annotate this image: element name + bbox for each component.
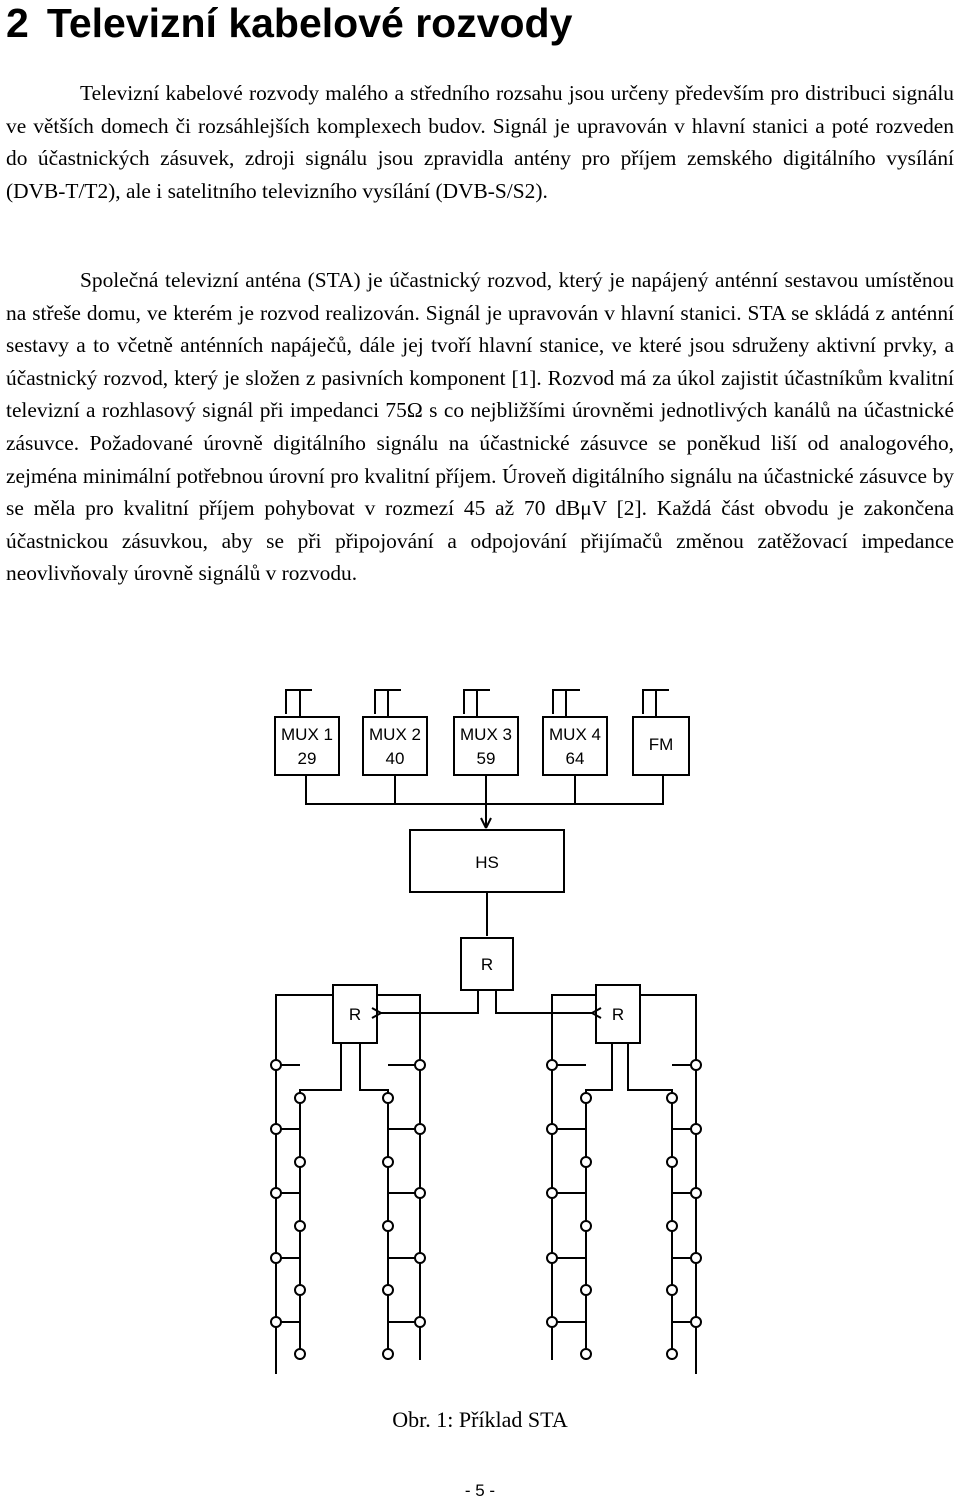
taps-left-inner — [388, 1064, 420, 1323]
riser-l4 — [377, 994, 421, 1360]
antenna-fork-5 — [642, 689, 669, 716]
riser-r3 — [627, 1043, 673, 1360]
paragraph-intro: Televizní kabelové rozvody malého a stře… — [6, 81, 954, 203]
riser-r1 — [551, 994, 596, 1360]
antenna-1-name: MUX 1 — [281, 725, 333, 744]
antenna-4-channel: 64 — [566, 749, 585, 768]
distribution-lines — [275, 990, 697, 1374]
diagram-wiring — [285, 689, 669, 716]
distributor-left-box — [332, 984, 378, 1044]
distributor-left-label: R — [349, 1005, 361, 1024]
distributor-main-label: R — [481, 955, 493, 974]
antenna-box-2 — [362, 716, 428, 776]
chapter-title: Televizní kabelové rozvody — [46, 0, 573, 46]
antenna-box-1 — [274, 716, 340, 776]
distributor-right-box — [595, 984, 641, 1044]
taps-left-outer — [276, 1064, 300, 1323]
chapter-heading: 2 Televizní kabelové rozvody — [6, 0, 572, 46]
chapter-number: 2 — [6, 0, 29, 46]
head-station-label: HS — [475, 853, 499, 872]
taps-right-inner — [552, 1064, 586, 1323]
riser-r4 — [640, 994, 697, 1374]
antenna-fork-4 — [552, 689, 580, 716]
subscriber-outlets — [270, 1059, 702, 1360]
antenna-5-name: FM — [649, 735, 674, 754]
riser-l2 — [299, 1043, 342, 1360]
distributor-main-box — [460, 937, 514, 991]
antenna-2-name: MUX 2 — [369, 725, 421, 744]
antenna-3-channel: 59 — [477, 749, 496, 768]
riser-r2 — [585, 1043, 613, 1360]
antenna-box-5 — [632, 716, 690, 776]
antenna-1-channel: 29 — [298, 749, 317, 768]
taps-right-outer — [672, 1064, 696, 1323]
main-to-left — [371, 990, 479, 1019]
figure-caption: Obr. 1: Příklad STA — [392, 1407, 568, 1432]
antenna-fork-2 — [374, 689, 401, 716]
arrow-to-hs-icon — [480, 817, 492, 829]
antenna-fork-1 — [285, 689, 312, 716]
distributor-right-label: R — [612, 1005, 624, 1024]
riser-l3 — [359, 1043, 389, 1360]
antenna-2-channel: 40 — [386, 749, 405, 768]
paragraph-sta: Společná televizní anténa (STA) je účast… — [6, 268, 954, 586]
main-to-right — [495, 990, 602, 1019]
combiner-bus — [305, 775, 664, 805]
combiner-drops — [394, 775, 576, 804]
page-number: - 5 - — [464, 1481, 496, 1500]
sta-diagram: MUX 1 29 MUX 2 40 MUX 3 59 MUX 4 64 FM H… — [270, 689, 702, 1374]
riser-l1 — [275, 994, 333, 1374]
antenna-3-name: MUX 3 — [460, 725, 512, 744]
antenna-box-4 — [542, 716, 608, 776]
antenna-fork-3 — [463, 689, 490, 716]
antenna-4-name: MUX 4 — [549, 725, 601, 744]
